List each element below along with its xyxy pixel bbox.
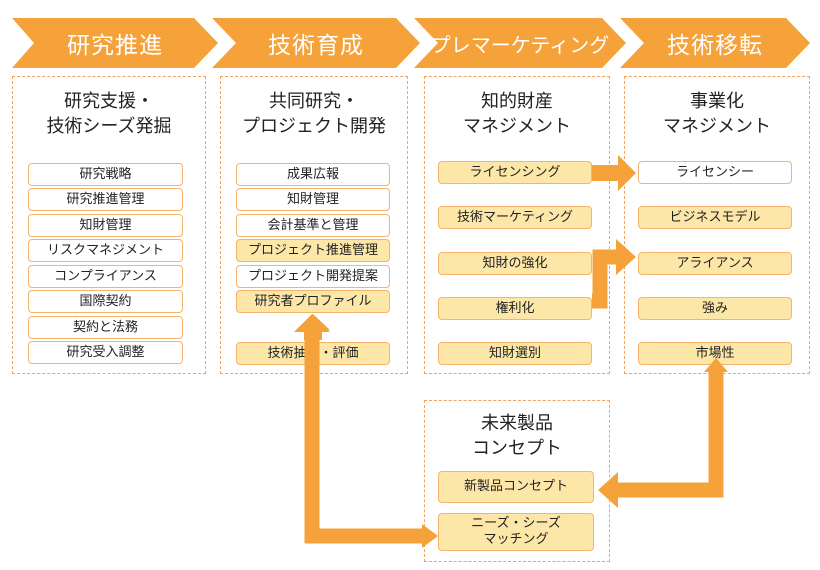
- arrow-rights-to-alliance: [592, 249, 618, 309]
- column-title: 知的財産 マネジメント: [463, 91, 571, 137]
- stage-research-promotion: 研究推進: [12, 18, 218, 68]
- column-title: 共同研究・ プロジェクト開発: [242, 91, 386, 137]
- item-ip-strengthening: 知財の強化: [438, 252, 592, 275]
- item-needs-seeds-matching: ニーズ・シーズ マッチング: [438, 513, 594, 551]
- item-results-pr: 成果広報: [236, 163, 390, 186]
- box-title: 未来製品 コンセプト: [472, 413, 562, 459]
- item-alliance: アライアンス: [638, 252, 792, 275]
- item-research-acceptance-coordination: 研究受入調整: [28, 341, 183, 364]
- arrow-matching-to-tech-extraction: [304, 330, 424, 544]
- item-technology-marketing: 技術マーケティング: [438, 206, 592, 229]
- stage-label: プレマーケティング: [430, 32, 610, 57]
- item-research-strategy: 研究戦略: [28, 163, 183, 186]
- column-title: 研究支援・ 技術シーズ発掘: [46, 91, 172, 137]
- item-ip-management: 知財管理: [236, 188, 390, 211]
- item-accounting-standards: 会計基準と管理: [236, 214, 390, 237]
- stage-label: 研究推進: [67, 33, 163, 59]
- stage-premarketing: プレマーケティング: [414, 18, 626, 68]
- item-research-progress-management: 研究推進管理: [28, 188, 183, 211]
- item-licensee: ライセンシー: [638, 161, 792, 184]
- item-international-contracts: 国際契約: [28, 290, 183, 313]
- arrow-tech-extraction-up: [296, 314, 330, 340]
- stage-label: 技術移転: [667, 33, 763, 59]
- item-business-model: ビジネスモデル: [638, 206, 792, 229]
- item-rights-acquisition: 権利化: [438, 297, 592, 320]
- column-research-support: 研究支援・ 技術シーズ発掘 研究戦略 研究推進管理 知財管理 リスクマネジメント…: [12, 76, 206, 374]
- item-strengths: 強み: [638, 297, 792, 320]
- column-ip-management: 知的財産 マネジメント ライセンシング 技術マーケティング 知財の強化 権利化 …: [424, 76, 610, 374]
- item-ip-management: 知財管理: [28, 214, 183, 237]
- item-risk-management: リスクマネジメント: [28, 239, 183, 262]
- stage-technology-transfer: 技術移転: [620, 18, 810, 68]
- item-ip-selection: 知財選別: [438, 342, 592, 365]
- stage-technology-development: 技術育成: [212, 18, 420, 68]
- item-contracts-and-legal: 契約と法務: [28, 316, 183, 339]
- item-researcher-profile: 研究者プロファイル: [236, 290, 390, 313]
- stage-label: 技術育成: [268, 33, 364, 59]
- box-future-product-concept: 未来製品 コンセプト 新製品コンセプト ニーズ・シーズ マッチング: [424, 400, 610, 562]
- item-project-development-proposal: プロジェクト開発提案: [236, 265, 390, 288]
- column-title: 事業化 マネジメント: [663, 91, 771, 137]
- arrow-licensing-to-licensee: [592, 155, 636, 191]
- arrow-market-to-new-product: [612, 372, 724, 498]
- item-new-product-concept: 新製品コンセプト: [438, 471, 594, 503]
- column-commercialization: 事業化 マネジメント ライセンシー ビジネスモデル アライアンス 強み 市場性: [624, 76, 810, 374]
- item-licensing: ライセンシング: [438, 161, 592, 184]
- item-compliance: コンプライアンス: [28, 265, 183, 288]
- item-project-promotion-management: プロジェクト推進管理: [236, 239, 390, 262]
